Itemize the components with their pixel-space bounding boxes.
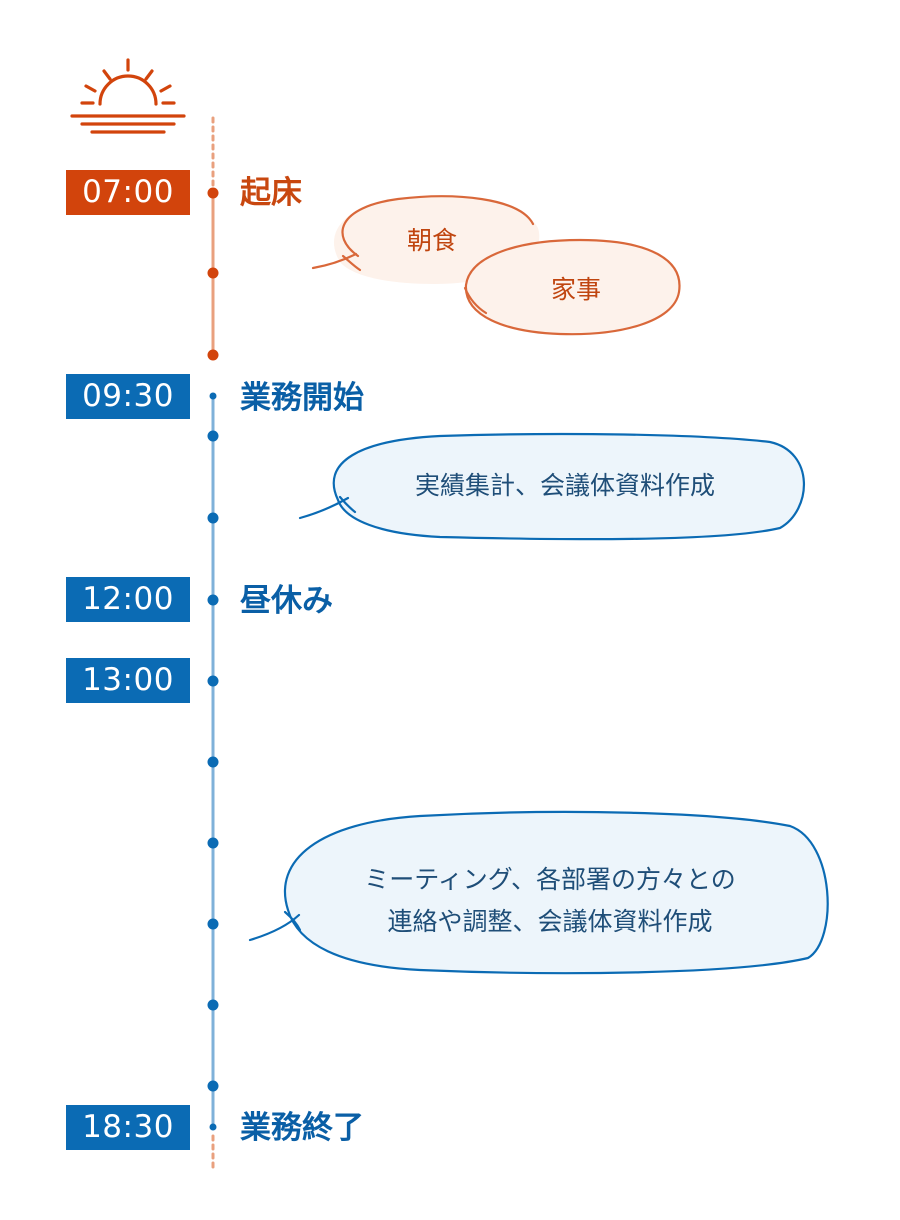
sunrise-icon (70, 58, 186, 134)
timeline-dot (207, 267, 219, 279)
timeline-dot (207, 430, 219, 442)
time-badge-0930: 09:30 (66, 374, 190, 419)
bubble-text-breakfast: 朝食 (406, 226, 457, 255)
timeline-dot (209, 1123, 217, 1131)
speech-bubble-afternoon-work (248, 810, 829, 975)
timeline-dot (207, 999, 219, 1011)
event-label-work-end: 業務終了 (240, 1110, 364, 1146)
timeline-dot (207, 918, 219, 930)
bubble-text-afternoon-work-line1: ミーティング、各部署の方々との (364, 865, 736, 894)
speech-bubble-housework (463, 238, 681, 336)
event-label-lunch-break: 昼休み (240, 583, 333, 619)
bubble-text-afternoon-work-line2: 連絡や調整、会議体資料作成 (387, 907, 713, 936)
timeline-dot (209, 392, 217, 400)
time-badge-1200: 12:00 (66, 577, 190, 622)
timeline-dot (207, 837, 219, 849)
timeline-dot (207, 187, 219, 199)
speech-bubble-morning-work (298, 432, 805, 541)
time-badge-1300: 13:00 (66, 658, 190, 703)
time-badge-1830: 18:30 (66, 1105, 190, 1150)
timeline-dot (207, 675, 219, 687)
timeline-dot (207, 594, 219, 606)
bubble-text-morning-work: 実績集計、会議体資料作成 (414, 471, 715, 500)
timeline-dot (207, 512, 219, 524)
timeline-dot (207, 1080, 219, 1092)
timeline-dot (207, 349, 219, 361)
timeline-dot (207, 756, 219, 768)
event-label-work-start: 業務開始 (240, 380, 364, 416)
time-badge-0700: 07:00 (66, 170, 190, 215)
event-label-wake-up: 起床 (240, 175, 302, 211)
bubble-text-housework: 家事 (550, 275, 601, 304)
